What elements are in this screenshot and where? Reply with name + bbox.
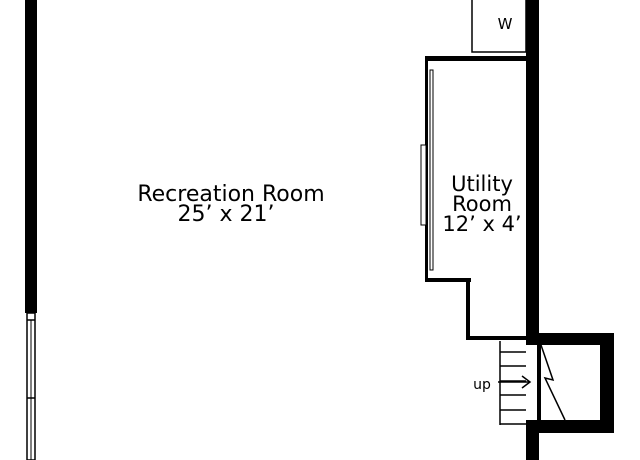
stair-enclosure [526, 333, 614, 460]
left-window [26, 312, 36, 460]
stair-treads [499, 341, 526, 425]
recreation-room-dimensions: 25’ x 21’ [178, 202, 275, 227]
utility-top-wall [428, 56, 526, 61]
left-exterior-wall [25, 0, 37, 313]
recreation-room-name: Recreation Room [137, 182, 324, 207]
washer-box: W [471, 0, 527, 53]
utility-bifold-doors [420, 56, 434, 281]
stair-up-label: up [473, 377, 491, 393]
stair-break-line [540, 344, 566, 421]
utility-room-name-line2: Room [452, 192, 512, 216]
right-wall-overlay [526, 160, 539, 240]
utility-room-dimensions: 12’ x 4’ [442, 212, 521, 236]
utility-room-name-line1: Utility [451, 172, 513, 196]
utility-stepped-wall [425, 278, 530, 340]
stair-arrow-icon [498, 375, 532, 389]
washer-label: W [498, 15, 513, 33]
